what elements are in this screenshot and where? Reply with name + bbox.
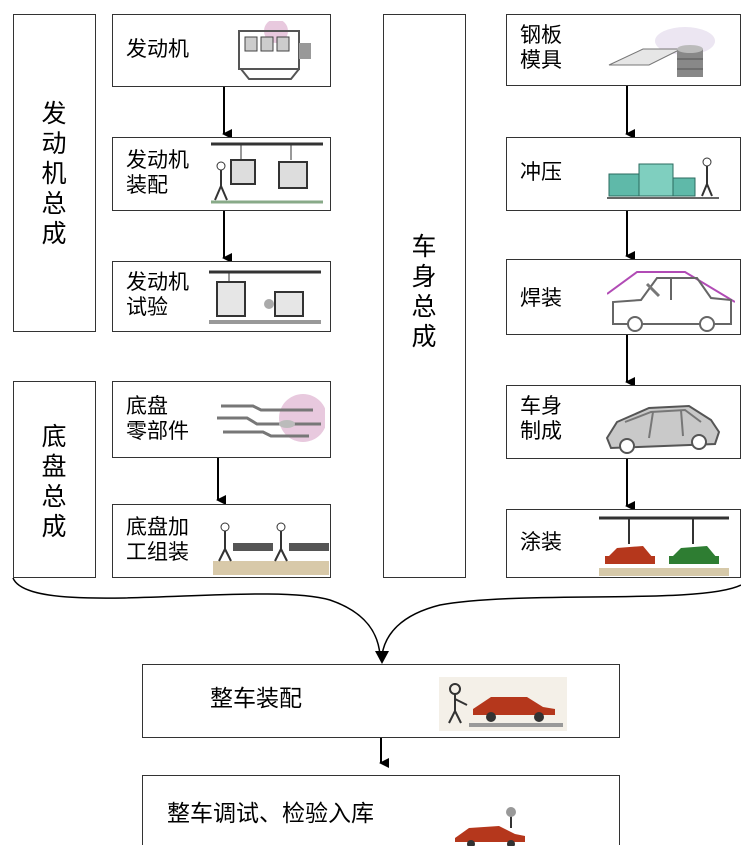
- step-painting: 涂装: [506, 509, 741, 578]
- car-shell-icon: [605, 404, 721, 454]
- engine-assembly-group: 发动机总成: [13, 14, 96, 332]
- step-stamping-label: 冲压: [520, 160, 562, 184]
- step-welding-label: 焊装: [520, 286, 562, 310]
- engine-icon: [238, 21, 311, 80]
- chassis-assembly-group-label: 底盘总成: [41, 422, 67, 541]
- step-steel-molds-label: 钢板模具: [520, 23, 562, 72]
- painted-cars-icon: [599, 516, 729, 576]
- step-chassis-processing-label: 底盘加工组装: [126, 515, 189, 564]
- step-chassis-parts: 底盘零部件: [112, 381, 331, 458]
- step-chassis-processing: 底盘加工组装: [112, 504, 331, 578]
- worker-hoist-icon: [211, 142, 323, 204]
- step-final-assembly: 整车装配: [142, 664, 620, 738]
- step-steel-molds: 钢板模具: [506, 14, 741, 86]
- body-assembly-group: 车身总成: [383, 14, 466, 578]
- merge-arrowhead: [375, 651, 389, 664]
- car-body-frame-icon: [607, 271, 735, 332]
- curve-left-merge: [12, 577, 381, 656]
- step-engine: 发动机: [112, 14, 331, 87]
- workers-line-icon: [213, 522, 329, 575]
- step-body-making-label: 车身制成: [520, 394, 562, 443]
- engine-test-rig-icon: [209, 270, 321, 324]
- step-engine-test-label: 发动机试验: [126, 270, 189, 319]
- steel-sheet-drum-icon: [608, 27, 715, 77]
- press-machine-icon: [607, 157, 719, 199]
- step-stamping: 冲压: [506, 137, 741, 211]
- curve-right-merge: [381, 584, 741, 656]
- step-welding: 焊装: [506, 259, 741, 335]
- step-final-test: 整车调试、检验入库: [142, 775, 620, 846]
- chassis-assembly-group: 底盘总成: [13, 381, 96, 578]
- worker-car-icon: [439, 677, 567, 731]
- step-engine-label: 发动机: [126, 37, 189, 61]
- step-chassis-parts-label: 底盘零部件: [126, 394, 189, 443]
- engine-assembly-group-label: 发动机总成: [41, 99, 67, 248]
- step-body-making: 车身制成: [506, 385, 741, 459]
- step-engine-assembly: 发动机装配: [112, 137, 331, 211]
- step-engine-test: 发动机试验: [112, 261, 331, 332]
- car-test-icon: [455, 807, 525, 846]
- step-final-test-label: 整车调试、检验入库: [167, 801, 374, 827]
- exhaust-pipes-icon: [217, 394, 325, 442]
- body-assembly-group-label: 车身总成: [411, 232, 437, 351]
- step-painting-label: 涂装: [520, 530, 562, 554]
- step-final-assembly-label: 整车装配: [210, 686, 302, 712]
- step-engine-assembly-label: 发动机装配: [126, 148, 189, 197]
